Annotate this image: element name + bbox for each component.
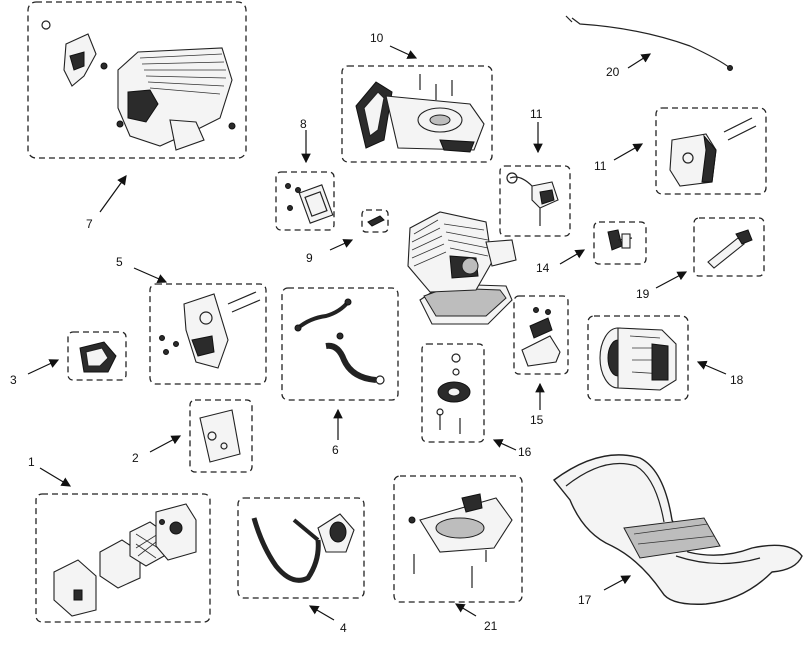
part-group-21[interactable] bbox=[393, 475, 523, 603]
part-14[interactable] bbox=[593, 221, 647, 265]
engine-block[interactable] bbox=[407, 211, 517, 325]
callout-19: 19 bbox=[636, 287, 650, 301]
callout-5: 5 bbox=[116, 255, 123, 269]
callout-16: 16 bbox=[518, 445, 532, 459]
callout-1: 1 bbox=[28, 455, 35, 469]
callout-line-7 bbox=[99, 175, 127, 213]
callout-6: 6 bbox=[332, 443, 339, 457]
part-17-handle[interactable] bbox=[552, 454, 803, 605]
part-9[interactable] bbox=[361, 209, 389, 233]
part-group-10[interactable] bbox=[341, 65, 493, 163]
callout-line-9 bbox=[329, 239, 354, 251]
part-group-8[interactable] bbox=[275, 171, 335, 231]
callout-20: 20 bbox=[606, 65, 620, 79]
callout-2: 2 bbox=[132, 451, 139, 465]
callout-line-3 bbox=[27, 359, 60, 375]
part-group-5[interactable] bbox=[149, 283, 267, 385]
part-20-cable[interactable] bbox=[565, 15, 733, 71]
callout-21: 21 bbox=[484, 619, 498, 633]
callout-line-20 bbox=[627, 53, 652, 69]
part-group-6[interactable] bbox=[281, 287, 399, 401]
callout-line-19 bbox=[655, 271, 688, 289]
callout-14: 14 bbox=[536, 261, 550, 275]
callout-15: 15 bbox=[530, 413, 544, 427]
shroud-cover bbox=[100, 47, 236, 151]
recoil-starter bbox=[355, 74, 485, 153]
part-3[interactable] bbox=[67, 331, 127, 381]
callout-18: 18 bbox=[730, 373, 744, 387]
part-group-11[interactable] bbox=[655, 107, 767, 195]
part-19[interactable] bbox=[693, 217, 765, 277]
callout-8: 8 bbox=[300, 117, 307, 131]
part-group-13[interactable] bbox=[499, 165, 571, 237]
callout-9: 9 bbox=[306, 251, 313, 265]
callout-4: 4 bbox=[340, 621, 347, 635]
callout-line-16 bbox=[492, 439, 517, 451]
callout-line-5 bbox=[133, 267, 168, 284]
callout-7: 7 bbox=[86, 217, 93, 231]
callout-line-10 bbox=[389, 45, 418, 59]
callout-line-4 bbox=[308, 605, 335, 621]
callout-line-21 bbox=[454, 603, 477, 617]
part-group-18[interactable] bbox=[587, 315, 689, 401]
callout-line-11 bbox=[613, 143, 644, 161]
callout-line-1 bbox=[39, 467, 72, 487]
part-2[interactable] bbox=[189, 399, 253, 473]
part-group-1[interactable] bbox=[35, 493, 211, 623]
callout-13: 11 bbox=[530, 107, 543, 121]
part-group-15[interactable] bbox=[513, 295, 569, 375]
callout-line-2 bbox=[149, 435, 182, 453]
part-group-7[interactable] bbox=[27, 1, 247, 159]
part-group-16[interactable] bbox=[421, 343, 485, 443]
callout-line-14 bbox=[559, 249, 586, 265]
shroud-clip bbox=[41, 20, 97, 87]
callout-line-18 bbox=[696, 360, 727, 375]
callout-10: 10 bbox=[370, 31, 384, 45]
callout-17: 17 bbox=[578, 593, 592, 607]
callout-line-17 bbox=[603, 575, 632, 591]
part-group-4[interactable] bbox=[237, 497, 365, 599]
callout-11: 11 bbox=[594, 159, 607, 173]
callout-3: 3 bbox=[10, 373, 17, 387]
